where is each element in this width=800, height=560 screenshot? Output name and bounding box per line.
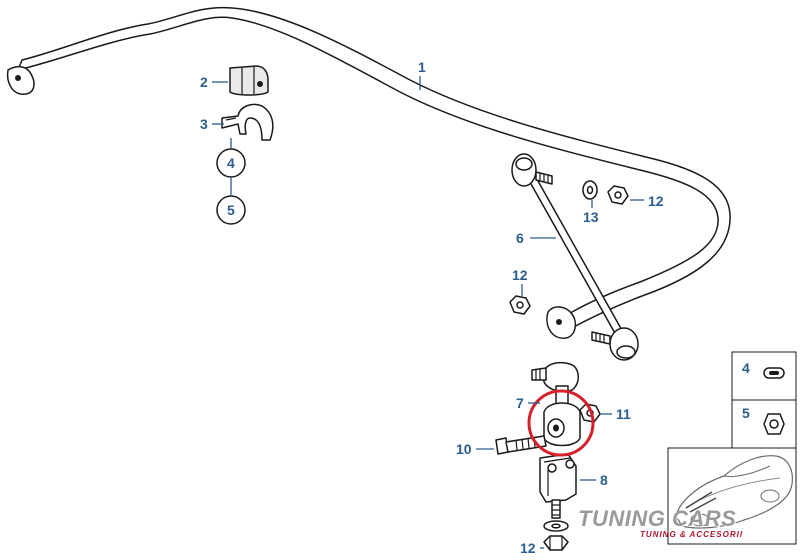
callout-12-middle: 12: [512, 267, 528, 283]
stabilizer-bar: [6, 6, 731, 339]
nut-icon: [763, 413, 785, 435]
highlight-circle: [527, 389, 595, 457]
bushing-part-2: [229, 65, 269, 96]
legend-label-4: 4: [742, 360, 750, 376]
watermark-title: TUNING CARS: [578, 506, 737, 531]
nut-part-12-upper: [607, 185, 629, 205]
callout-3: 3: [200, 116, 208, 132]
callout-5: 5: [227, 202, 235, 218]
callout-2: 2: [200, 74, 208, 90]
washer-bottom: [543, 520, 569, 532]
callout-circle-5: [216, 195, 246, 225]
callout-6: 6: [516, 230, 524, 246]
nut-part-12-middle: [509, 295, 531, 315]
callout-1: 1: [418, 59, 426, 75]
car-thumbnail: [667, 447, 797, 545]
bracket-part-3: [221, 103, 274, 141]
callout-12-bottom: 12: [520, 540, 536, 556]
watermark-logo: TUNING CARS TUNING & ACCESORII: [578, 506, 788, 546]
clip-icon: [763, 367, 785, 379]
callout-11: 11: [616, 406, 631, 422]
legend-panel: 4 5: [731, 351, 797, 449]
link-part-6: [511, 153, 639, 361]
callout-12-upper: 12: [648, 193, 664, 209]
washer-part-13: [582, 180, 598, 200]
watermark-subtitle: TUNING & ACCESORII: [640, 530, 744, 539]
callout-8: 8: [600, 472, 608, 488]
bolt-part-10: [495, 435, 547, 455]
callout-7: 7: [516, 395, 524, 411]
link-part-7: [531, 361, 581, 447]
nut-part-12-bottom: [543, 535, 569, 551]
bracket-part-8: [539, 453, 577, 519]
callout-4: 4: [227, 155, 235, 171]
callout-10: 10: [456, 441, 472, 457]
callout-13: 13: [583, 209, 599, 225]
legend-label-5: 5: [742, 405, 750, 421]
